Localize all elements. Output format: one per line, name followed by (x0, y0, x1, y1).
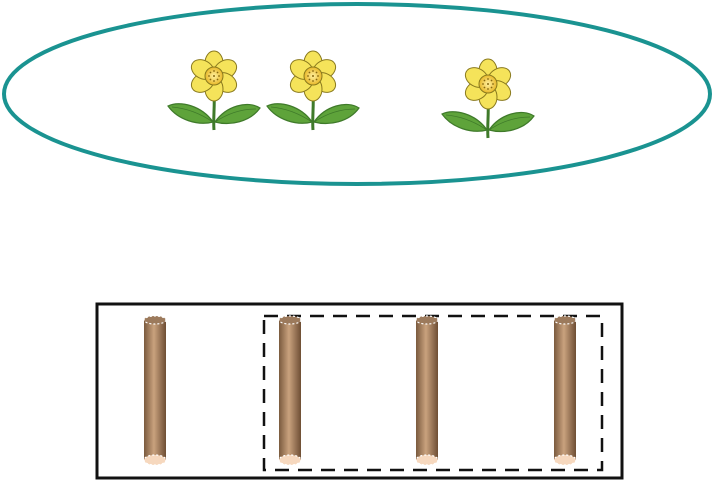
sticks-group (143, 315, 577, 466)
flower-icon (167, 50, 261, 131)
flower-icon (266, 50, 360, 131)
flowers-group (167, 50, 535, 139)
stick-icon (143, 315, 167, 466)
stick-icon (415, 315, 439, 466)
dashed-group-box (262, 314, 604, 472)
sticks-box (95, 302, 624, 480)
stick-icon (553, 315, 577, 466)
flower-group-ellipse (2, 2, 712, 186)
flower-icon (441, 58, 535, 139)
stick-icon (278, 315, 302, 466)
